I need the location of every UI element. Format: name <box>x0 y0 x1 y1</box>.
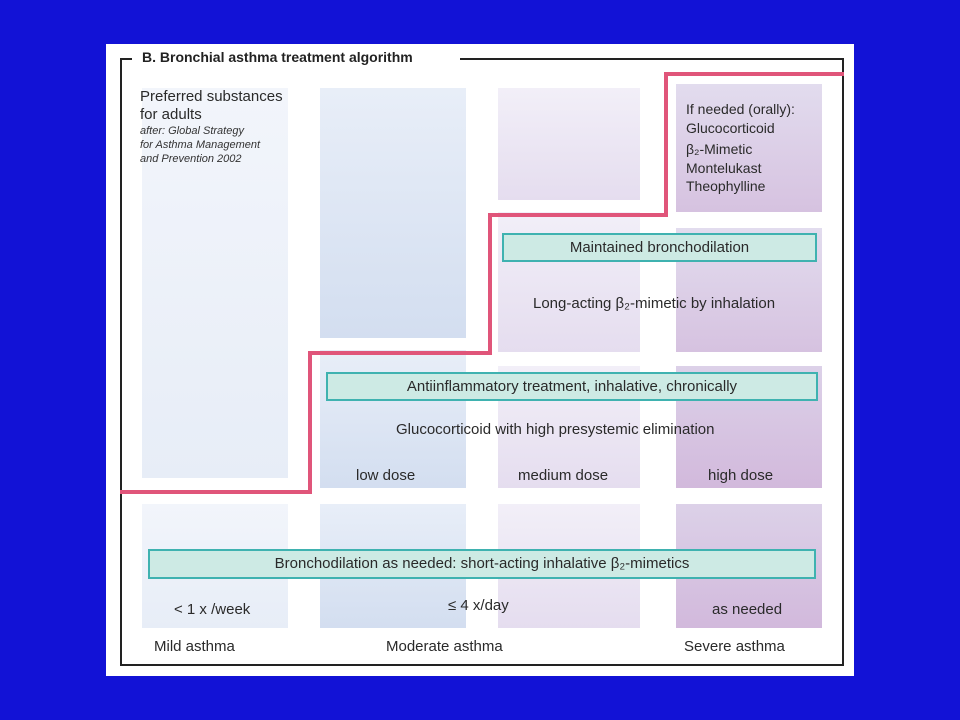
frequency-mild: < 1 x /week <box>174 601 251 618</box>
glucocorticoid-text: Glucocorticoid with high presystemic eli… <box>396 421 715 438</box>
oral-item-montelukast: Montelukast <box>686 160 762 176</box>
diagram-title: B. Bronchial asthma treatment algorithm <box>138 49 417 65</box>
dose-medium: medium dose <box>518 467 609 484</box>
preferred-line2: for adults <box>140 106 202 123</box>
diagram-panel: B. Bronchial asthma treatment algorithm … <box>106 44 854 676</box>
antiinflammatory-box: Antiinflammatory treatment, inhalative, … <box>326 372 818 401</box>
frame-top-line-left <box>120 58 132 60</box>
diagram-frame <box>120 60 844 666</box>
bronchodilation-as-needed-box: Bronchodilation as needed: short-acting … <box>148 549 816 579</box>
source-line3: and Prevention 2002 <box>140 153 242 165</box>
dose-low: low dose <box>356 467 416 484</box>
severity-step-line <box>120 72 844 494</box>
dose-high: high dose <box>708 467 774 484</box>
oral-item-beta2-mimetic: β₂-Mimetic <box>686 141 753 157</box>
source-line2: for Asthma Management <box>140 139 261 151</box>
col-moderate-top <box>320 88 466 338</box>
frequency-moderate: ≤ 4 x/day <box>448 597 509 614</box>
oral-heading: If needed (orally): <box>686 101 795 117</box>
preferred-line1: Preferred substances <box>140 88 283 105</box>
col-severe-top <box>676 84 822 212</box>
source-line1: after: Global Strategy <box>140 125 244 137</box>
col-mild-upper <box>142 88 288 478</box>
frame-top-line-right <box>460 58 844 60</box>
oral-item-theophylline: Theophylline <box>686 178 766 194</box>
maintained-bronchodilation-box: Maintained bronchodilation <box>502 233 817 262</box>
oral-item-glucocorticoid: Glucocorticoid <box>686 120 775 136</box>
severity-mild: Mild asthma <box>154 638 235 655</box>
severity-moderate: Moderate asthma <box>386 638 503 655</box>
severity-severe: Severe asthma <box>684 638 785 655</box>
long-acting-text: Long-acting β₂-mimetic by inhalation <box>533 295 776 312</box>
frequency-severe: as needed <box>712 601 783 618</box>
col-medium-top <box>498 88 640 200</box>
